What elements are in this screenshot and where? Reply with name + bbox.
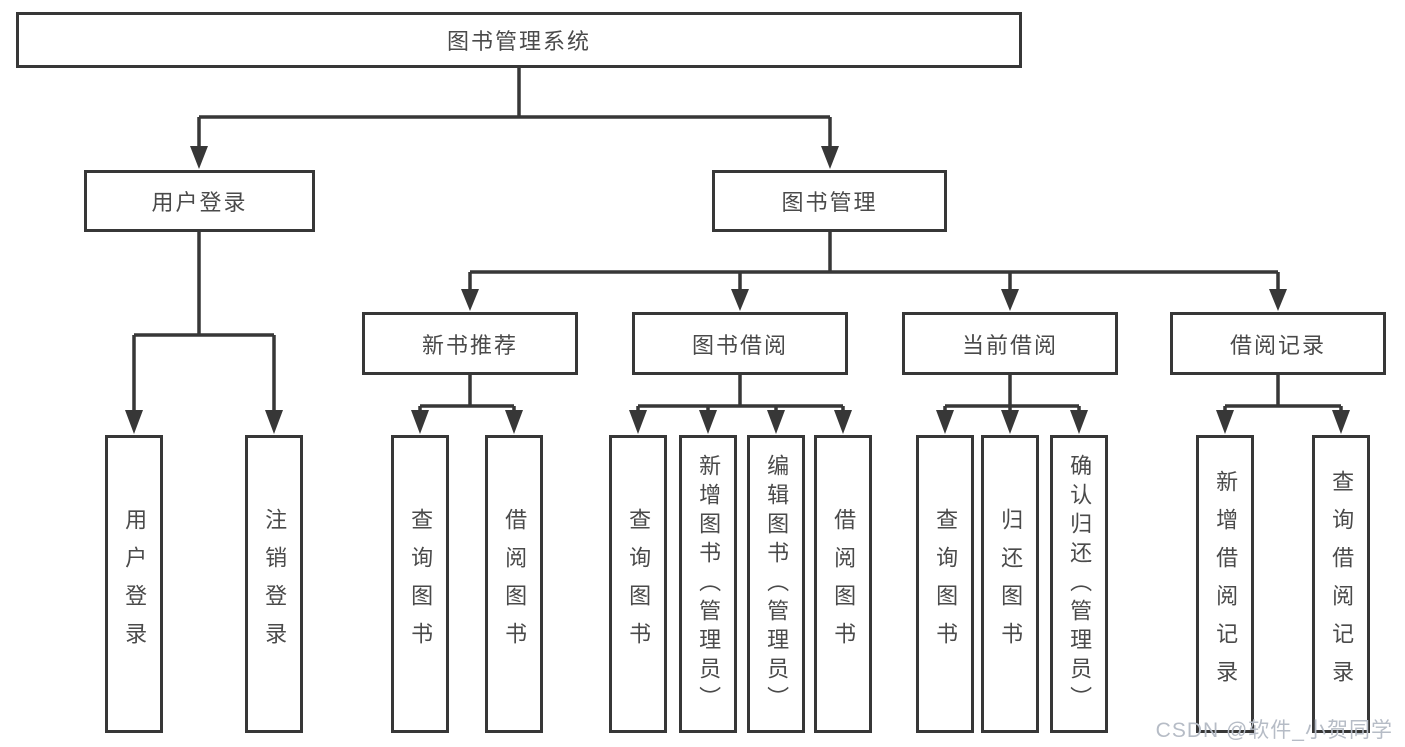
node-label: 查询图书 [626,508,652,660]
node-leaf-return-books: 归还图书 [981,435,1039,733]
node-label: 查询借阅记录 [1329,470,1355,698]
node-label: 借阅记录 [1229,332,1326,358]
node-label: 借阅图书 [502,508,528,660]
node-leaf-query-borrow-record: 查询借阅记录 [1312,435,1370,733]
node-library-management-system: 图书管理系统 [16,12,1022,68]
node-leaf-borrow-books: 借阅图书 [814,435,872,733]
node-label: 用户登录 [122,508,148,660]
node-current-borrowing: 当前借阅 [902,312,1118,375]
node-label: 查询图书 [933,508,959,660]
node-label: 注销登录 [262,508,288,660]
node-label: 用户登录 [151,190,248,215]
node-label: 借阅图书 [831,508,857,660]
node-leaf-borrow-books: 借阅图书 [485,435,543,733]
node-leaf-query-books: 查询图书 [391,435,449,733]
node-leaf-user-login: 用户登录 [105,435,163,733]
node-leaf-query-books: 查询图书 [609,435,667,733]
node-leaf-edit-books-admin: 编辑图书（管理员） [747,435,805,733]
node-leaf-add-books-admin: 新增图书（管理员） [679,435,737,733]
node-book-borrowing: 图书借阅 [632,312,848,375]
node-user-login: 用户登录 [84,170,315,232]
node-label: 图书借阅 [691,332,788,358]
node-label: 新增借阅记录 [1213,470,1239,698]
node-label: 图书管理系统 [446,29,591,54]
arrowheads [125,146,1350,434]
node-label: 确认归还（管理员） [1067,453,1093,715]
connector-lines [132,68,1343,416]
node-label: 新书推荐 [421,332,518,358]
node-label: 编辑图书（管理员） [764,453,790,715]
node-new-book-recommendation: 新书推荐 [362,312,578,375]
node-leaf-add-borrow-record: 新增借阅记录 [1196,435,1254,733]
csdn-watermark: CSDN @软件_小贺同学 [1155,719,1393,742]
node-label: 归还图书 [998,508,1024,660]
node-book-management: 图书管理 [712,170,947,232]
node-label: 当前借阅 [961,332,1058,358]
node-leaf-confirm-return-admin: 确认归还（管理员） [1050,435,1108,733]
node-label: 新增图书（管理员） [696,453,722,715]
node-label: 图书管理 [781,190,878,215]
node-label: 查询图书 [408,508,434,660]
node-borrowing-records: 借阅记录 [1170,312,1386,375]
node-leaf-logout: 注销登录 [245,435,303,733]
node-leaf-query-books: 查询图书 [916,435,974,733]
